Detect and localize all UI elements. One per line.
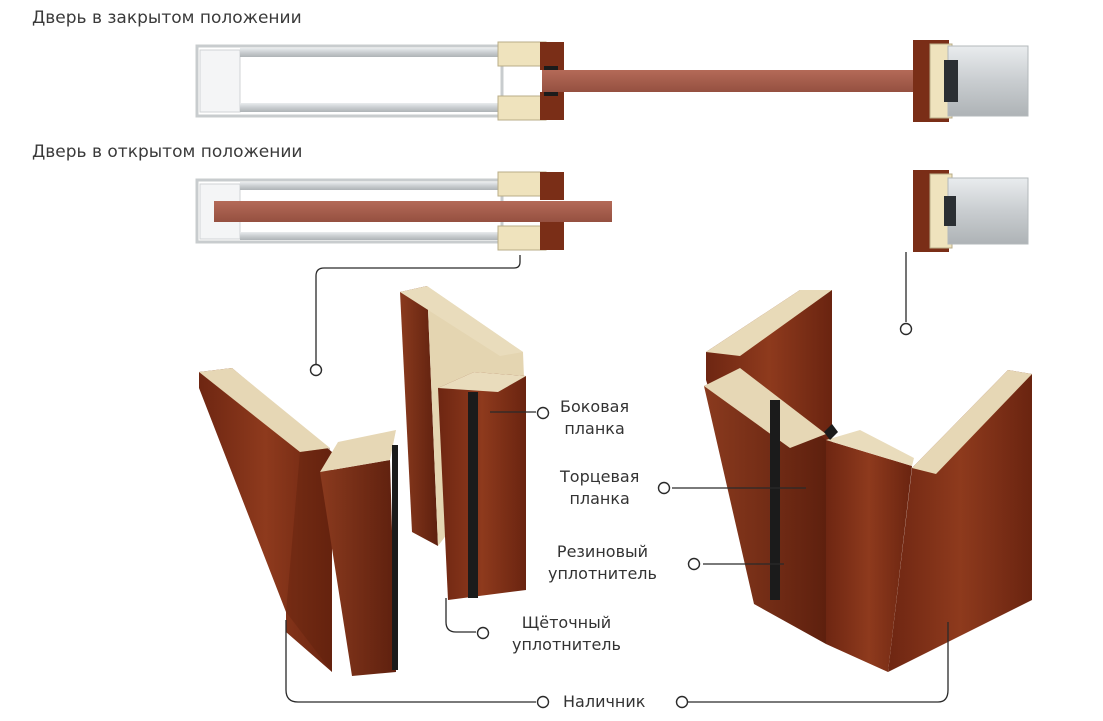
label-side-strip-line2: планка [564, 419, 625, 438]
label-end-strip-line2: планка [569, 489, 630, 508]
label-casing: Наличник [563, 692, 646, 711]
open-door-section [195, 170, 1029, 252]
caption-closed: Дверь в закрытом положении [32, 8, 302, 28]
leader-lines [285, 252, 949, 703]
rubber-seal-right [770, 400, 780, 600]
label-rubber-seal-line2: уплотнитель [548, 564, 657, 583]
door-leaf-open [214, 201, 612, 222]
label-side-strip: Боковая планка [560, 396, 629, 440]
right-frame-assembly [704, 290, 1032, 672]
rubber-seal-left [468, 392, 478, 598]
label-end-strip: Торцевая планка [560, 466, 639, 510]
label-side-strip-line1: Боковая [560, 397, 630, 416]
label-brush-seal: Щёточный уплотнитель [512, 612, 621, 656]
closed-door-section [195, 40, 1029, 122]
label-brush-seal-line2: уплотнитель [512, 635, 621, 654]
label-end-strip-line1: Торцевая [560, 467, 640, 486]
left-frame-assembly [199, 286, 526, 676]
brush-seal-strip [392, 445, 398, 670]
leader-dots [309, 322, 913, 709]
pocket-cassette-left [195, 44, 504, 118]
label-rubber-seal: Резиновый уплотнитель [548, 541, 657, 585]
label-brush-seal-line1: Щёточный [521, 613, 612, 632]
label-rubber-seal-line1: Резиновый [556, 542, 649, 561]
caption-open: Дверь в открытом положении [32, 142, 303, 162]
door-leaf-closed [542, 70, 920, 92]
